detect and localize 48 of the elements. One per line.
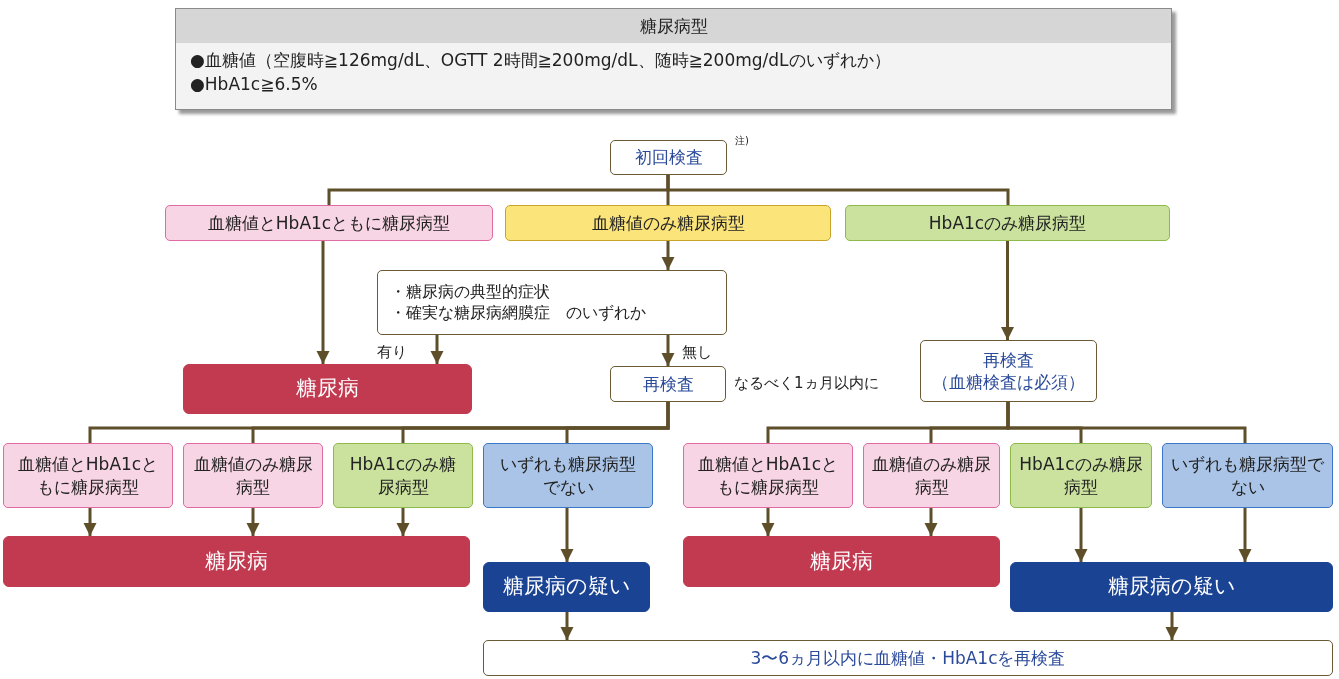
test-box: 再検査 [610, 366, 726, 402]
result-box: 血糖値のみ糖尿病型 [505, 205, 831, 241]
note-text: （血糖検査は必須） [932, 371, 1085, 394]
note-text: なるべく1ヵ月以内に [732, 374, 881, 392]
connector-line [1006, 402, 1247, 443]
test-box: 初回検査 [610, 140, 727, 175]
condition-box [377, 270, 727, 335]
arrow [430, 335, 444, 364]
result-box: いずれも糖尿病型でない [1162, 443, 1333, 508]
criteria-text: ●血糖値（空腹時≧126mg/dL、OGTT 2時間≧200mg/dL、随時≧200mg/dLのいずれか） [189, 49, 892, 72]
criteria-box [175, 8, 1172, 110]
arrow [1074, 508, 1088, 562]
arrow [83, 508, 97, 536]
result-box: HbA1cのみ糖尿病型 [1010, 443, 1152, 508]
arrow [661, 335, 675, 366]
bullet-text: ・確実な糖尿病網膜症 のいずれか [389, 302, 646, 324]
result-box: いずれも糖尿病型でない [483, 443, 653, 508]
result-box: 血糖値のみ糖尿病型 [183, 443, 323, 508]
result-box: HbA1cのみ糖尿病型 [333, 443, 473, 508]
result-box: 血糖値とHbA1cともに糖尿病型 [683, 443, 853, 508]
arrow [560, 612, 574, 640]
result-box: 血糖値とHbA1cともに糖尿病型 [165, 205, 493, 241]
diagnosis-box: 糖尿病 [683, 536, 1000, 587]
diagnosis-box: 糖尿病 [183, 364, 472, 414]
retest-box: 3〜6ヵ月以内に血糖値・HbA1cを再検査 [483, 640, 1333, 676]
connector-line [666, 175, 1010, 205]
arrow [1238, 508, 1252, 562]
result-box: HbA1cのみ糖尿病型 [845, 205, 1170, 241]
criteria-text: ●HbA1c≧6.5% [189, 73, 319, 96]
diagnosis-box: 糖尿病 [3, 536, 470, 587]
arrow [661, 241, 675, 270]
header-band: 糖尿病型 [176, 9, 1171, 43]
connector-line [565, 402, 670, 443]
arrow [1000, 241, 1015, 340]
arrow [1165, 612, 1179, 640]
test-box [920, 340, 1097, 402]
suspicion-box: 糖尿病の疑い [483, 562, 650, 612]
arrow [761, 508, 775, 536]
result-box: 血糖値とHbA1cともに糖尿病型 [3, 443, 173, 508]
arrow [560, 508, 574, 562]
heading-text: 再検査 [983, 348, 1034, 371]
arrow [924, 508, 938, 536]
result-box: 血糖値のみ糖尿病型 [863, 443, 1000, 508]
arrow [396, 508, 410, 536]
arrow [316, 241, 330, 364]
suspicion-box: 糖尿病の疑い [1010, 562, 1333, 612]
bullet-text: ・糖尿病の典型的症状 [389, 281, 550, 303]
arrow [246, 508, 260, 536]
